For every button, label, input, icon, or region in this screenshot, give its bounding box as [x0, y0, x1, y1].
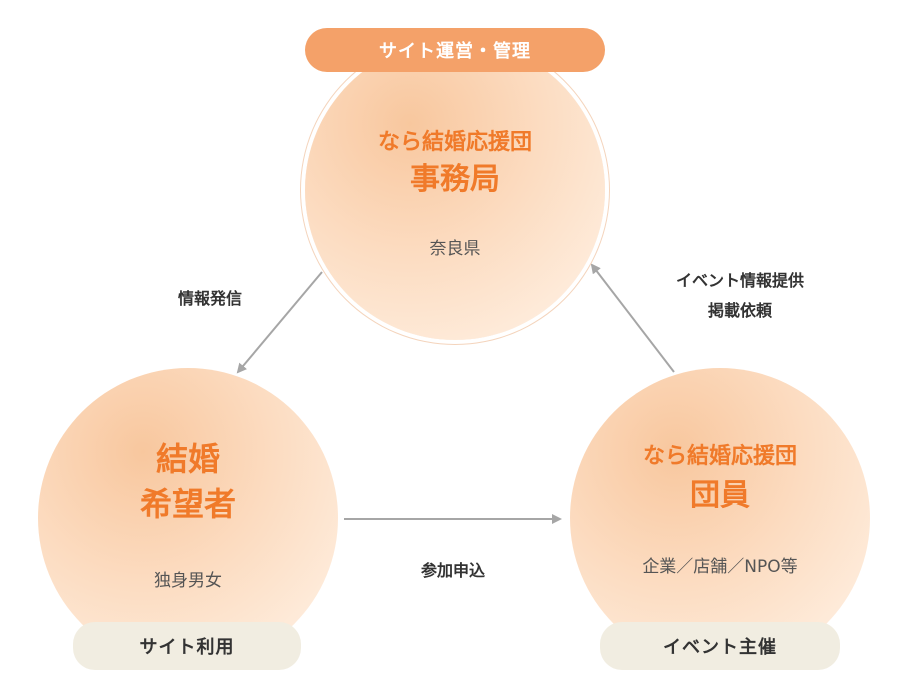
office-title-line2: 事務局	[410, 161, 500, 197]
edge-label-event-line2: 掲載依頼	[707, 301, 772, 321]
office-node: なら結婚応援団 事務局 奈良県	[305, 40, 605, 340]
event-host-badge: イベント主催	[600, 622, 840, 670]
member-subtitle: 企業／店舗／NPO等	[642, 557, 798, 578]
seeker-subtitle: 独身男女	[154, 571, 222, 592]
office-title-line1: なら結婚応援団	[377, 130, 532, 155]
member-title-line2: 団員	[690, 477, 750, 513]
member-node: なら結婚応援団 団員 企業／店舗／NPO等	[570, 368, 870, 668]
arrow-info	[236, 271, 323, 374]
edge-label-event-line1: イベント情報提供	[675, 271, 804, 290]
edge-label-info: 情報発信	[177, 289, 242, 308]
arrow-event	[590, 263, 675, 373]
site-management-badge: サイト運営・管理	[305, 28, 605, 72]
edge-label-join: 参加申込	[420, 561, 485, 580]
seeker-title-line2: 希望者	[139, 485, 236, 524]
member-title-line1: なら結婚応援団	[642, 444, 797, 469]
office-subtitle: 奈良県	[429, 239, 481, 260]
marriage-seeker-node: 結婚 希望者 独身男女	[38, 368, 338, 668]
edge-label-event: イベント情報提供 掲載依頼	[645, 266, 835, 327]
seeker-title-line1: 結婚	[155, 440, 220, 478]
site-usage-badge: サイト利用	[73, 622, 301, 670]
